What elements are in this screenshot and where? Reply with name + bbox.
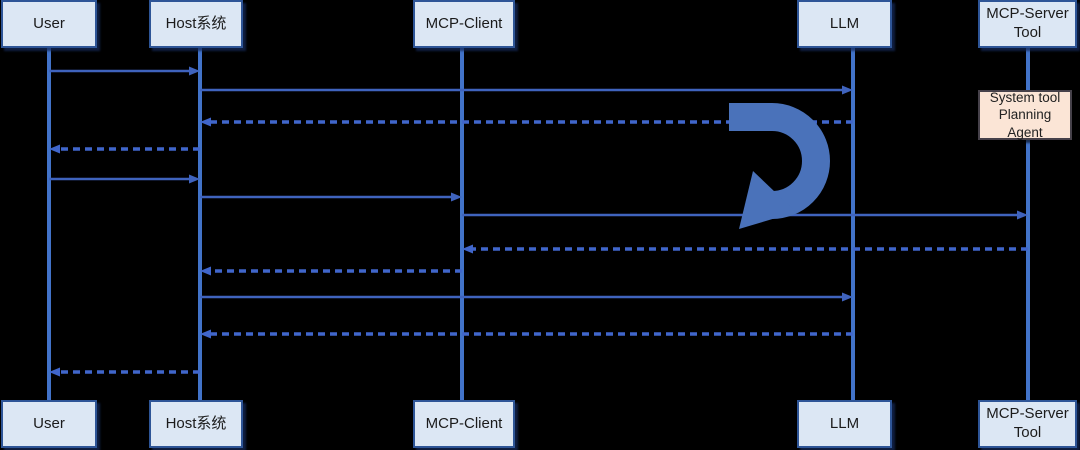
actor-box-bottom-mcp-server: MCP-Server Tool [978, 400, 1077, 448]
actor-label: MCP-Client [425, 414, 503, 432]
actor-box-bottom-mcp-client: MCP-Client [413, 400, 515, 448]
actor-label: User [33, 14, 65, 32]
actor-box-bottom-host: Host系统 [149, 400, 243, 448]
actor-box-top-host: Host系统 [149, 0, 243, 48]
actor-label: LLM [829, 414, 860, 432]
actor-label: User [33, 414, 65, 432]
actor-label: LLM [829, 14, 860, 32]
actor-box-top-mcp-server: MCP-Server Tool [978, 0, 1077, 48]
note-label: System tool Planning Agent [989, 89, 1061, 140]
actor-label: Host系统 [165, 14, 227, 32]
actor-label: MCP-Server Tool [986, 5, 1069, 41]
actor-label: Host系统 [165, 414, 227, 432]
actor-box-top-llm: LLM [797, 0, 892, 48]
actor-label: MCP-Server Tool [986, 405, 1069, 441]
actor-label: MCP-Client [425, 14, 503, 32]
actor-box-bottom-llm: LLM [797, 400, 892, 448]
note-system-tool-planning-agent: System tool Planning Agent [978, 90, 1072, 140]
actor-box-bottom-user: User [1, 400, 97, 448]
actor-box-top-user: User [1, 0, 97, 48]
actor-box-top-mcp-client: MCP-Client [413, 0, 515, 48]
